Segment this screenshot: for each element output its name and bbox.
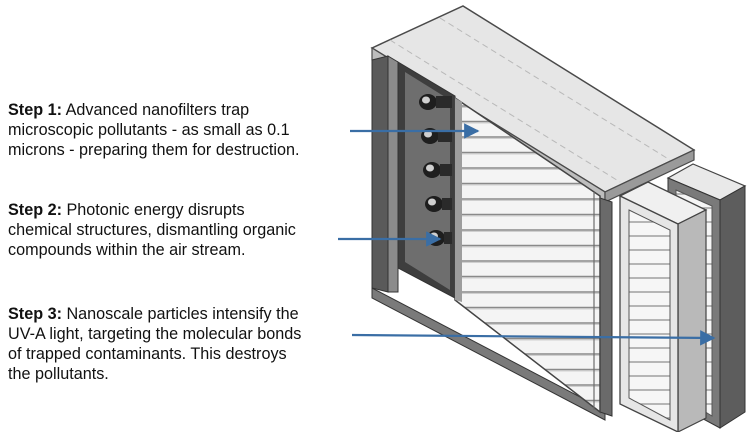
step-3-label: Step 3: xyxy=(8,305,62,323)
step-2-line-1: Photonic energy disrupts xyxy=(66,201,245,219)
step-2-description: Step 2: Photonic energy disrupts chemica… xyxy=(8,200,296,260)
uv-lamp-icon xyxy=(423,162,452,178)
front-filter-frame xyxy=(618,181,708,432)
step-1-line-2: microscopic pollutants - as small as 0.1 xyxy=(8,121,290,139)
step-2-line-3: compounds within the air stream. xyxy=(8,241,246,259)
step-1-line-1: Advanced nanofilters trap xyxy=(65,101,250,119)
uv-lamp-icon xyxy=(419,94,452,110)
step-2-line-2: chemical structures, dismantling organic xyxy=(8,221,296,239)
step-3-line-4: the pollutants. xyxy=(8,365,109,383)
step-3-arrow xyxy=(351,330,716,346)
nanofilter-panel xyxy=(454,96,601,414)
step-3-line-3: of trapped contaminants. This destroys xyxy=(8,345,287,363)
step-1-line-3: microns - preparing them for destruction… xyxy=(8,141,300,159)
uv-lamp-icon xyxy=(425,196,452,212)
step-3-line-1: Nanoscale particles intensify the xyxy=(66,305,299,323)
step-1-description: Step 1: Advanced nanofilters trap micros… xyxy=(8,100,300,160)
step-3-description: Step 3: Nanoscale particles intensify th… xyxy=(8,304,301,384)
step-2-label: Step 2: xyxy=(8,201,62,219)
step-1-label: Step 1: xyxy=(8,101,62,119)
step-3-line-2: UV-A light, targeting the molecular bond… xyxy=(8,325,302,343)
